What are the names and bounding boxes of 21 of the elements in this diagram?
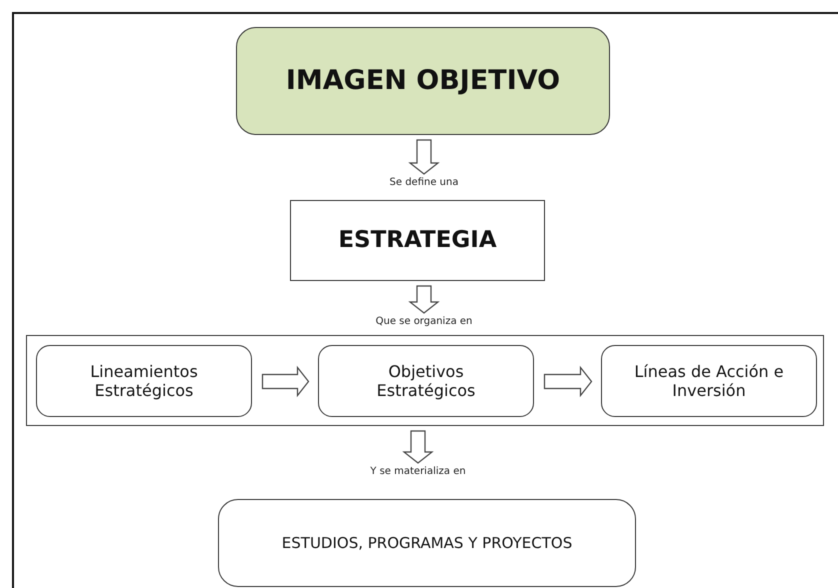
block-arrow: [544, 366, 592, 398]
process-box: [290, 200, 545, 281]
block-arrow: [408, 139, 440, 175]
group-box: [26, 335, 824, 426]
process-box: [36, 345, 252, 417]
node-text: Objetivos Estratégicos: [376, 362, 476, 400]
edge-label: Que se organiza en: [374, 316, 474, 327]
block-arrow: [408, 285, 440, 314]
block-arrow: [262, 366, 310, 398]
node-text: Líneas de Acción e Inversión: [633, 362, 785, 400]
node-text: ESTRATEGIA: [338, 226, 497, 254]
process-box: [218, 499, 636, 587]
process-box: [318, 345, 534, 417]
edge-label: Y se materializa en: [368, 466, 468, 477]
edge-label: Se define una: [388, 177, 460, 188]
node-text: ESTUDIOS, PROGRAMAS Y PROYECTOS: [282, 534, 572, 552]
process-box: [601, 345, 817, 417]
node-text: Lineamientos Estratégicos: [89, 362, 199, 400]
process-box: [236, 27, 610, 135]
block-arrow: [402, 430, 434, 464]
node-text: IMAGEN OBJETIVO: [286, 64, 560, 98]
